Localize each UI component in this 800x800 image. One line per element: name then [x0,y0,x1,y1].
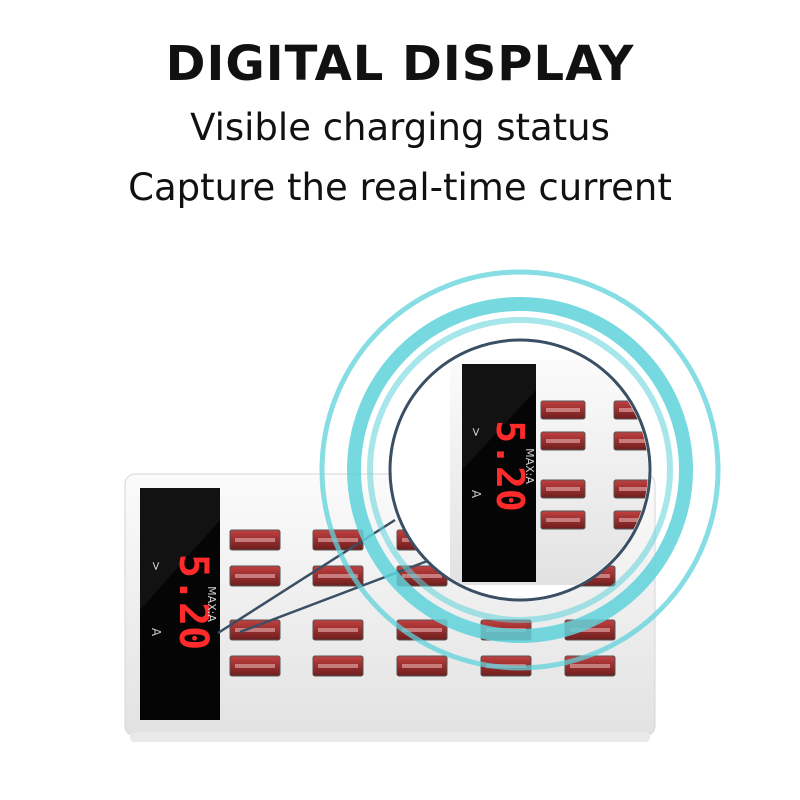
usb-port-tongue [318,628,358,632]
display-reading: 5.20 [170,554,216,650]
usb-port-tongue [235,538,275,542]
subheadline-status: Visible charging status [190,106,610,149]
usb-port-tongue [570,628,610,632]
digital-display-panel: 5.20 MAX:A > A [140,488,220,720]
usb-port-tongue [546,439,580,443]
zoom-display-unit-label: MAX:A [523,448,536,484]
zoom-display-reading: 5.20 [488,420,532,512]
subheadline-current: Capture the real-time current [128,166,672,209]
usb-port-tongue [570,664,610,668]
display-mark-a: A [149,628,163,637]
usb-port-tongue [235,664,275,668]
usb-port-tongue [619,487,648,491]
usb-port-tongue [318,664,358,668]
usb-port-tongue [235,574,275,578]
magnifier-lens: 5.20 MAX:A > A [388,338,652,602]
display-unit-label: MAX:A [205,586,218,622]
usb-port-tongue [546,487,580,491]
usb-port-tongue [546,518,580,522]
headline: DIGITAL DISPLAY [165,36,635,92]
display-mark-left: > [149,561,163,571]
usb-port-tongue [619,518,648,522]
usb-port-tongue [318,538,358,542]
usb-port-tongue [235,628,275,632]
usb-port-tongue [402,628,442,632]
zoom-display-mark-left: > [469,427,483,437]
usb-port-tongue [402,574,442,578]
highlight-rings [319,269,721,671]
usb-port-tongue [546,408,580,412]
usb-port-tongue [619,439,648,443]
usb-port-tongue [318,574,358,578]
usb-port-tongue [402,664,442,668]
zoom-display-mark-a: A [469,490,483,499]
